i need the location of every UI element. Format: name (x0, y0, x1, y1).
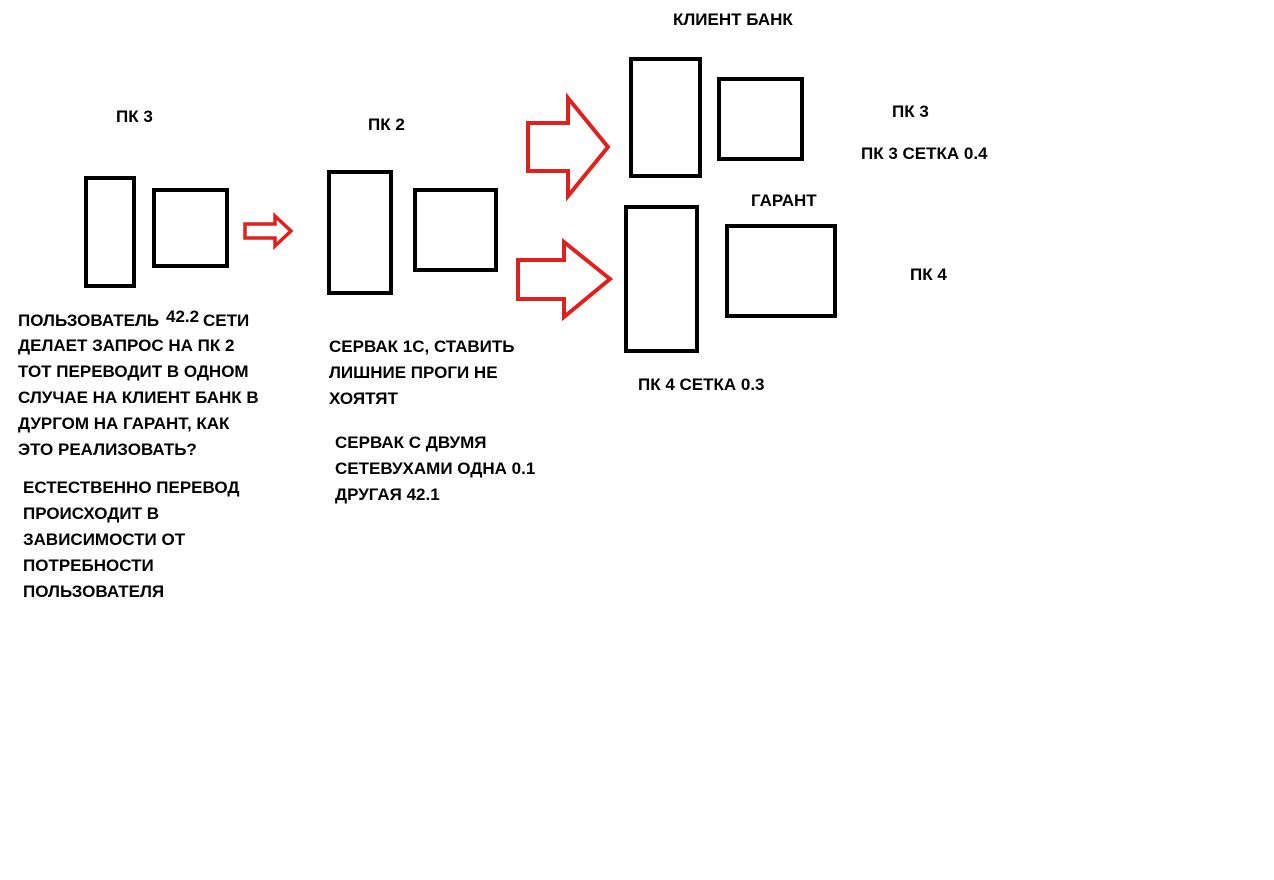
label-client-bank: КЛИЕНТ БАНК (673, 10, 793, 29)
note-server-line-3: ХОЯТЯТ (329, 389, 398, 408)
pc3-left-monitor (152, 188, 229, 268)
note-natural-line-2: ПРОИСХОДИТ В (23, 504, 160, 523)
label-pc3-right: ПК 3 (892, 102, 929, 121)
arrow-pc3-to-pc2 (243, 211, 294, 251)
label-garant: ГАРАНТ (751, 191, 817, 210)
note-server-line-1: СЕРВАК 1С, СТАВИТЬ (329, 337, 515, 356)
note-natural-line-1: ЕСТЕСТВЕННО ПЕРЕВОД (23, 478, 240, 497)
note-user-net: СЕТИ (203, 311, 250, 330)
note-user-line-1: ДЕЛАЕТ ЗАПРОС НА ПК 2 (18, 336, 235, 355)
arrow-pc2-to-garant (516, 237, 614, 322)
arrow-pc2-to-client-bank (526, 92, 611, 202)
label-pc4: ПК 4 (910, 265, 947, 284)
note-natural-line-4: ПОТРЕБНОСТИ (23, 556, 154, 575)
note-natural-line-5: ПОЛЬЗОВАТЕЛЯ (23, 582, 165, 601)
pc3-left-tower (84, 176, 136, 288)
note-user-line-5: ЭТО РЕАЛИЗОВАТЬ? (18, 440, 197, 459)
label-pc4-net: ПК 4 СЕТКА 0.3 (638, 375, 765, 394)
note-user-line-3: СЛУЧАЕ НА КЛИЕНТ БАНК В (18, 388, 259, 407)
note-user-ip: 42.2 (166, 307, 200, 326)
pc2-tower (327, 170, 393, 295)
note-nics-line-1: СЕРВАК С ДВУМЯ (335, 433, 487, 452)
client-bank-tower (629, 57, 702, 178)
label-pc3-net: ПК 3 СЕТКА 0.4 (861, 144, 988, 163)
note-nics-line-2: СЕТЕВУХАМИ ОДНА 0.1 (335, 459, 536, 478)
note-user-line-2: ТОТ ПЕРЕВОДИТ В ОДНОМ (18, 362, 249, 381)
note-user-line-4: ДУРГОМ НА ГАРАНТ, КАК (18, 414, 230, 433)
garant-monitor (725, 224, 837, 318)
label-pc2: ПК 2 (368, 115, 405, 134)
note-natural-line-3: ЗАВИСИМОСТИ ОТ (23, 530, 186, 549)
pc2-monitor (413, 188, 498, 272)
note-user-word: ПОЛЬЗОВАТЕЛЬ (18, 311, 160, 330)
garant-tower (624, 205, 699, 353)
client-bank-monitor (717, 77, 804, 161)
note-server-line-2: ЛИШНИЕ ПРОГИ НЕ (329, 363, 498, 382)
label-pc3-left: ПК 3 (116, 107, 153, 126)
note-nics-line-3: ДРУГАЯ 42.1 (335, 485, 440, 504)
